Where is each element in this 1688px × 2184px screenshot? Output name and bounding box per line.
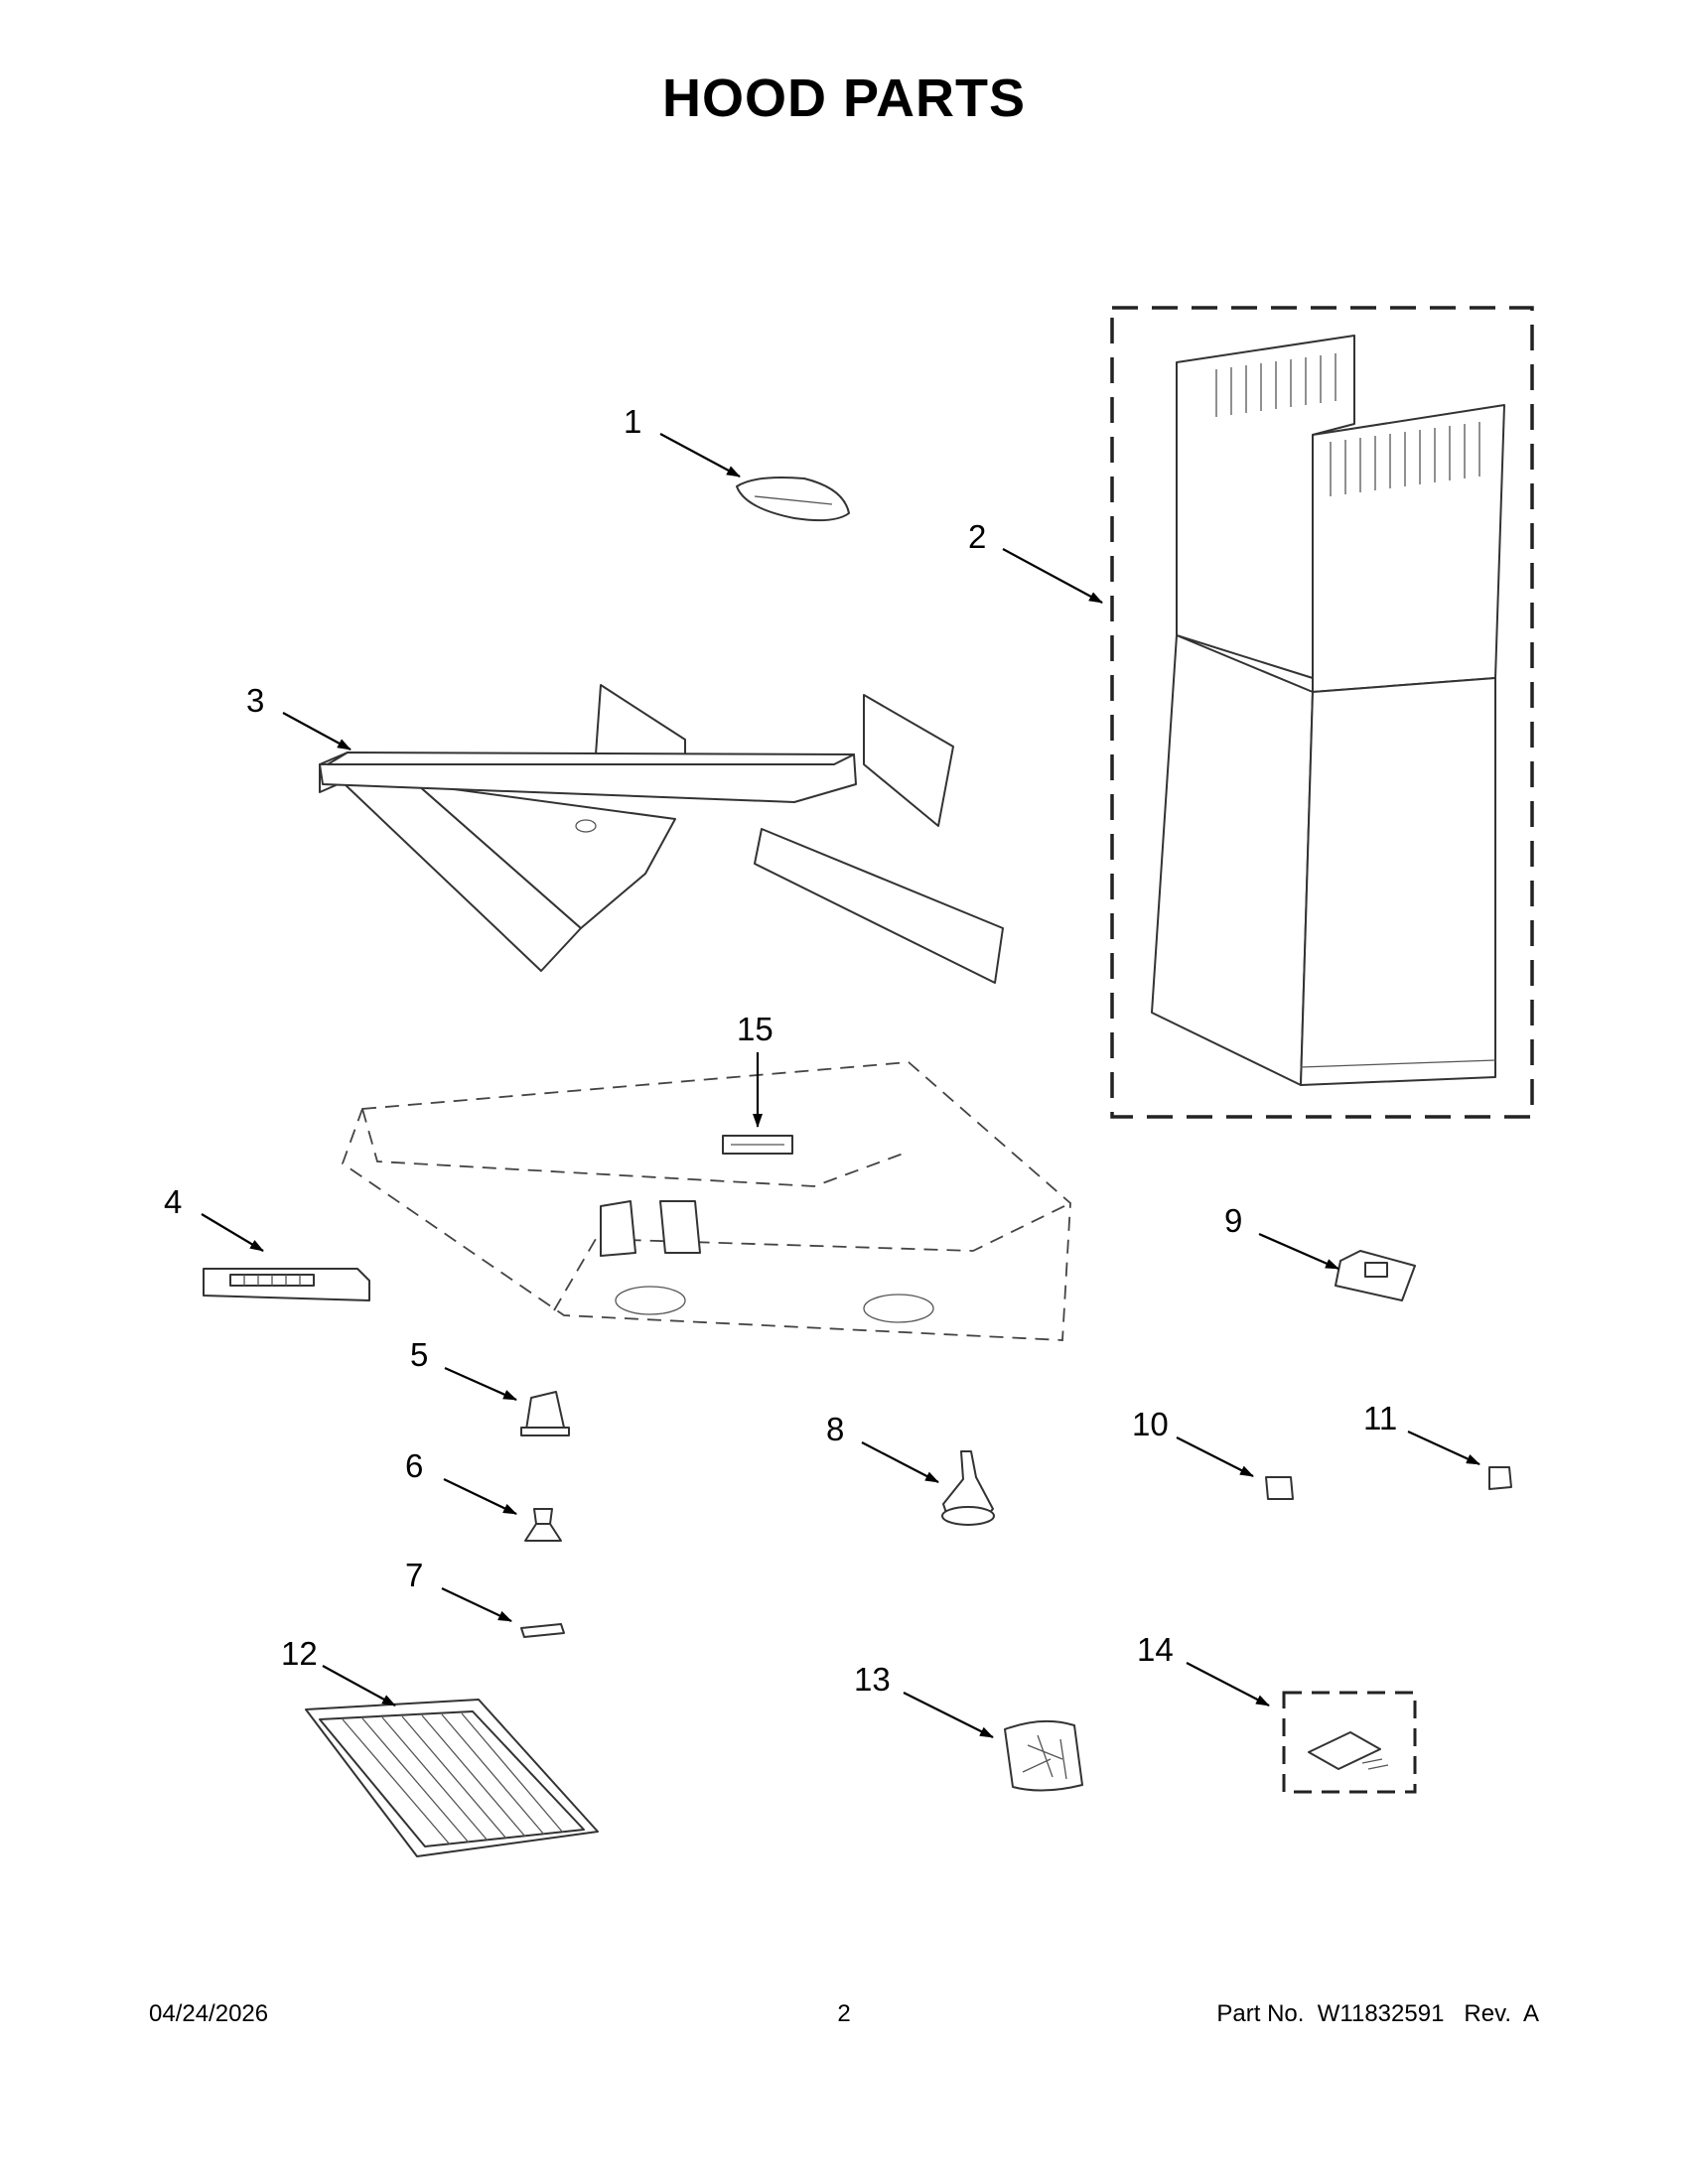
callout-12: 12 — [281, 1635, 318, 1672]
arrow-8 — [861, 1441, 939, 1483]
callout-arrows — [201, 433, 1480, 1738]
part-5-transformer — [520, 1391, 570, 1436]
arrow-13 — [903, 1692, 994, 1738]
part-8-bulb — [941, 1450, 995, 1526]
callout-11: 11 — [1363, 1400, 1397, 1436]
callout-3: 3 — [246, 682, 264, 719]
arrow-2 — [1002, 548, 1103, 604]
callout-9: 9 — [1224, 1202, 1242, 1239]
page-title: HOOD PARTS — [661, 68, 1026, 128]
part-2-duct-cover — [1110, 306, 1534, 1119]
callout-15: 15 — [737, 1011, 774, 1047]
footer-date: 04/24/2026 — [149, 2000, 269, 2027]
arrow-3 — [282, 712, 352, 751]
callout-labels: 1 2 3 4 5 6 7 8 9 10 11 12 13 14 15 — [164, 403, 1397, 1698]
callout-5: 5 — [410, 1336, 428, 1373]
arrow-9 — [1258, 1232, 1339, 1271]
part-13-hardware-bag — [1004, 1719, 1083, 1792]
part-4-control-panel — [203, 1268, 370, 1301]
part-3-bracket — [319, 684, 1004, 984]
arrow-4 — [201, 1213, 264, 1252]
arrow-1 — [659, 433, 741, 478]
arrow-7 — [441, 1587, 512, 1622]
callout-7: 7 — [405, 1557, 423, 1593]
callout-1: 1 — [624, 403, 641, 440]
callout-13: 13 — [854, 1661, 891, 1698]
part-14-literature — [1282, 1691, 1417, 1794]
part-1-damper — [736, 477, 850, 522]
callout-10: 10 — [1132, 1406, 1169, 1442]
part-11-knob — [1488, 1466, 1512, 1490]
part-12-filter — [305, 1699, 599, 1857]
arrow-10 — [1176, 1436, 1254, 1477]
callout-2: 2 — [968, 518, 986, 555]
part-10-switch — [1265, 1476, 1294, 1500]
part-15-hood-body — [341, 1061, 1071, 1341]
callout-14: 14 — [1137, 1631, 1174, 1668]
arrow-5 — [444, 1366, 517, 1402]
part-7-socket — [520, 1623, 565, 1638]
callout-6: 6 — [405, 1447, 423, 1484]
part-9-control-board — [1335, 1250, 1416, 1301]
arrow-14 — [1186, 1662, 1270, 1706]
arrow-12 — [322, 1665, 396, 1706]
callout-4: 4 — [164, 1183, 182, 1220]
footer-part-number: Part No. W11832591 Rev. A — [1216, 2000, 1539, 2027]
arrow-6 — [443, 1478, 517, 1515]
footer-page-number: 2 — [837, 2000, 851, 2027]
callout-8: 8 — [826, 1411, 844, 1447]
arrow-11 — [1407, 1431, 1480, 1465]
part-6-lamp — [524, 1508, 562, 1542]
